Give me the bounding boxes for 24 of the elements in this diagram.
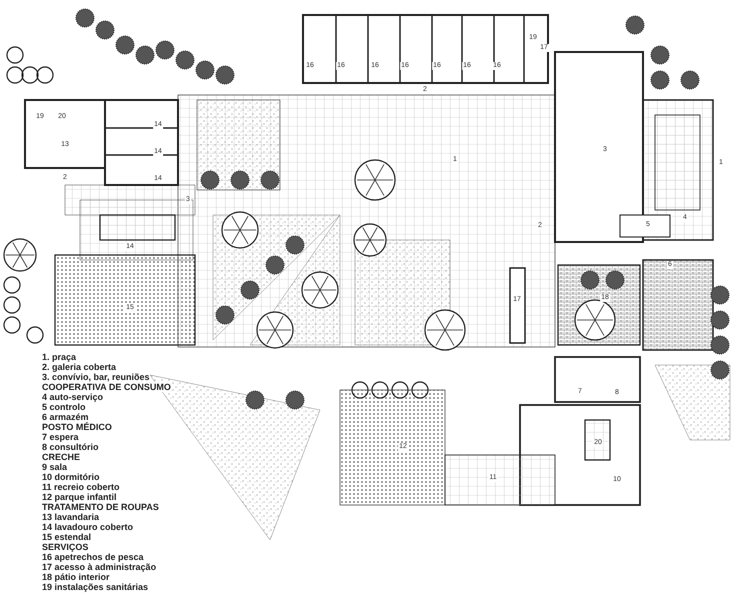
legend-entry: 18 pátio interior [42, 572, 110, 582]
legend-entry: 4 auto-serviço [42, 392, 104, 402]
legend-entry: TRATAMENTO DE ROUPAS [42, 502, 159, 512]
legend-entry: 13 lavandaria [42, 512, 100, 522]
legend-entry: 6 armazém [42, 412, 89, 422]
legend-entry: CRECHE [42, 452, 80, 462]
legend-entry: COOPERATIVA DE CONSUMO [42, 382, 171, 392]
legend-entry: POSTO MÉDICO [42, 422, 112, 432]
legend-entry: SERVIÇOS [42, 542, 88, 552]
legend-entry: 1. praça [42, 352, 76, 362]
legend-entry: 17 acesso à administração [42, 562, 156, 572]
legend-entry: 3. convívio, bar, reuniões [42, 372, 150, 382]
legend-entry: 2. galeria coberta [42, 362, 116, 372]
legend-entry: 5 controlo [42, 402, 86, 412]
legend-entry: 12 parque infantil [42, 492, 117, 502]
legend-entry: 16 apetrechos de pesca [42, 552, 144, 562]
legend-entry: 10 dormitório [42, 472, 100, 482]
legend-entry: 9 sala [42, 462, 68, 472]
legend-entry: 15 estendal [42, 532, 92, 542]
legend-entry: 14 lavadouro coberto [42, 522, 134, 532]
legend-entry: 11 recreio coberto [42, 482, 120, 492]
legend-entry: 8 consultório [42, 442, 99, 452]
legend-entry: 19 instalações sanitárias [42, 582, 148, 592]
legend-entry: 7 espera [42, 432, 79, 442]
